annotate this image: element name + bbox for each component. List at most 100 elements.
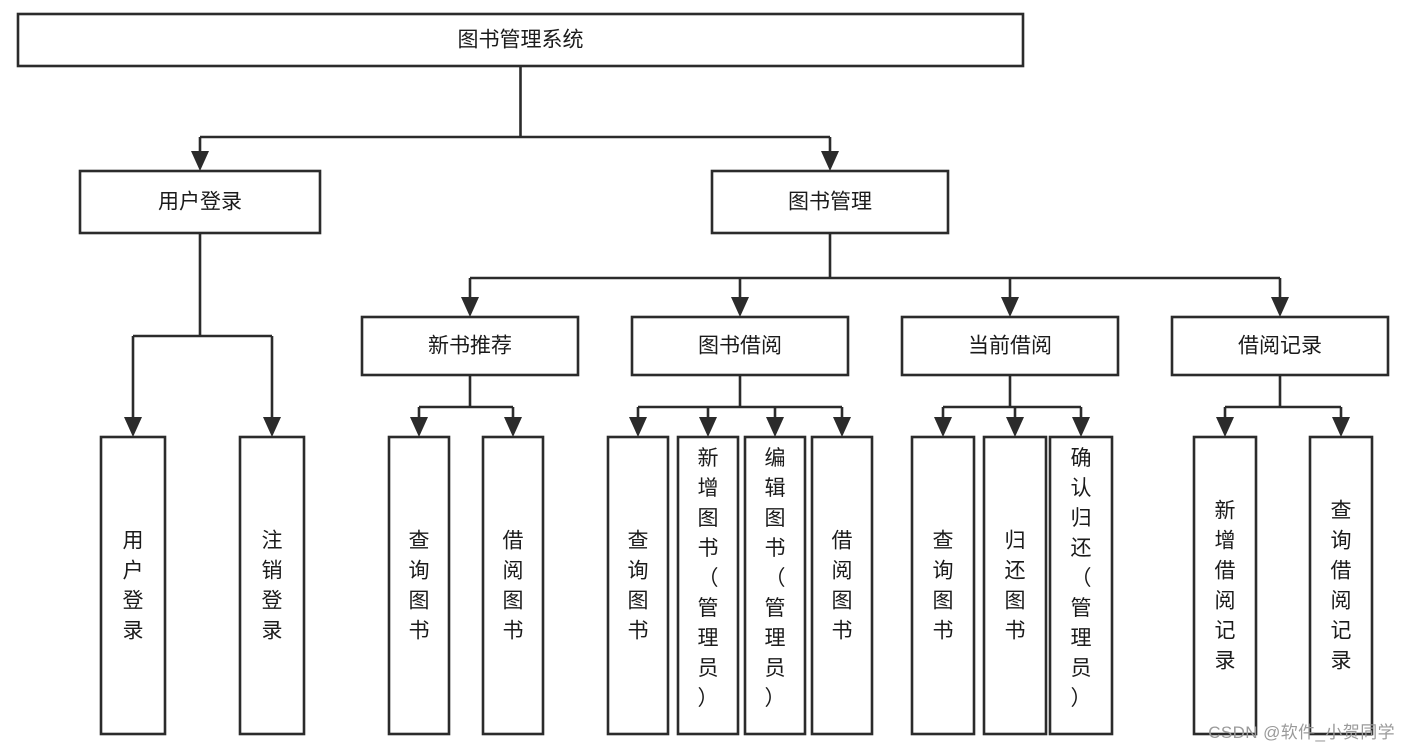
node-label-char: 管 [765,597,786,620]
node-box[interactable] [1048,435,1114,736]
node-root[interactable]: 图书管理系统 [16,12,1025,68]
node-l2-2[interactable]: 当前借阅 [900,315,1120,377]
arrow-head-icon [1271,297,1289,317]
node-label-char: 还 [1005,560,1026,583]
arrow-head-icon [124,417,142,437]
node-label-char: （ [698,567,719,590]
node-box[interactable] [710,169,950,235]
node-label: 图书借阅 [698,335,782,358]
node-box[interactable] [78,169,322,235]
node-l2-1[interactable]: 图书借阅 [630,315,850,377]
node-box[interactable] [238,435,306,736]
arrow-head-icon [833,417,851,437]
node-label-char: 书 [765,537,786,560]
node-label-char: 查 [1331,500,1352,523]
node-box[interactable] [630,315,850,377]
node-label-char: 录 [123,620,144,643]
node-label-char: 图 [698,507,719,530]
node-label-char: 图 [933,590,954,613]
node-label-char: 询 [933,560,954,583]
node-label-char: 录 [262,620,283,643]
node-label-char: 员 [698,657,719,680]
node-label-char: 员 [765,657,786,680]
node-label-char: 借 [832,530,853,553]
node-label-char: 图 [503,590,524,613]
csdn-watermark: CSDN @软件_小贺同学 [1208,723,1395,742]
node-label-char: 注 [262,530,283,553]
node-label-char: ） [1071,687,1092,710]
node-label-char: 理 [765,627,786,650]
node-box[interactable] [810,435,874,736]
nodes-layer: 图书管理系统用户登录图书管理新书推荐图书借阅当前借阅借阅记录用户登录注销登录查询… [16,12,1390,736]
node-l2-0[interactable]: 新书推荐 [360,315,580,377]
node-label: 图书管理 [788,191,872,214]
node-l1-1[interactable]: 图书管理 [710,169,950,235]
node-box[interactable] [99,435,167,736]
node-label-char: 询 [628,560,649,583]
node-label-char: 询 [409,560,430,583]
node-box[interactable] [387,435,451,736]
arrow-head-icon [461,297,479,317]
node-label-char: 认 [1071,477,1092,500]
node-box[interactable] [16,12,1025,68]
node-box[interactable] [743,435,807,736]
node-label-char: 借 [503,530,524,553]
node-label-char: 记 [1215,620,1236,643]
node-label-char: 查 [409,530,430,553]
node-box[interactable] [910,435,976,736]
node-label-char: 阅 [1331,590,1352,613]
node-label-char: 户 [123,560,144,583]
node-box[interactable] [900,315,1120,377]
arrow-head-icon [766,417,784,437]
node-label-char: 归 [1005,530,1026,553]
node-label-char: 阅 [832,560,853,583]
node-label-char: 书 [832,620,853,643]
arrow-head-icon [1006,417,1024,437]
node-label-char: 销 [262,560,283,583]
connectors-layer [124,66,1350,437]
node-l1-0[interactable]: 用户登录 [78,169,322,235]
node-box[interactable] [1308,435,1374,736]
node-label-char: 新 [698,447,719,470]
node-box[interactable] [982,435,1048,736]
node-box[interactable] [360,315,580,377]
node-label-char: 理 [698,627,719,650]
node-label-char: 员 [1071,657,1092,680]
node-label-char: 书 [409,620,430,643]
node-label-char: 借 [1215,560,1236,583]
node-label-char: ） [765,687,786,710]
node-label-char: 图 [628,590,649,613]
node-box[interactable] [481,435,545,736]
node-label-char: 阅 [1215,590,1236,613]
node-label-char: 图 [1005,590,1026,613]
node-box[interactable] [1192,435,1258,736]
node-label-char: 查 [628,530,649,553]
node-label-char: ） [698,687,719,710]
arrow-head-icon [1332,417,1350,437]
node-label-char: 书 [628,620,649,643]
node-label-char: 询 [1331,530,1352,553]
node-label-char: 理 [1071,627,1092,650]
arrow-head-icon [263,417,281,437]
arrow-head-icon [504,417,522,437]
node-box[interactable] [606,435,670,736]
arrow-head-icon [731,297,749,317]
node-l2-3[interactable]: 借阅记录 [1170,315,1390,377]
node-box[interactable] [1170,315,1390,377]
node-label-char: 录 [1331,650,1352,673]
node-leaf-0[interactable]: 用户登录 [99,435,167,736]
node-label-char: 归 [1071,507,1092,530]
node-box[interactable] [676,435,740,736]
